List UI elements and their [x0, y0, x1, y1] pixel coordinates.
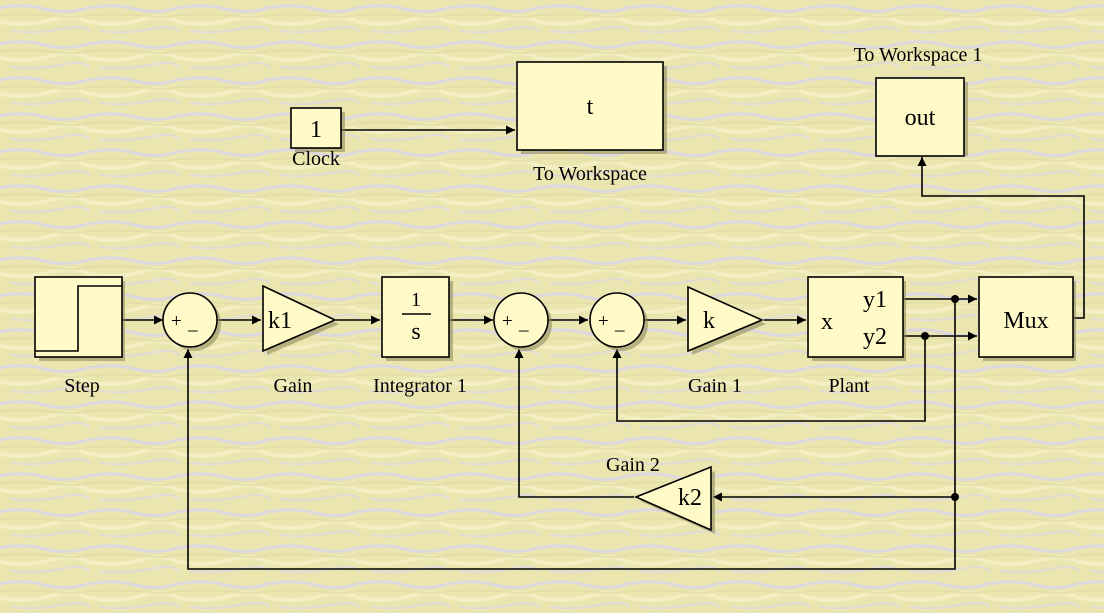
step-block[interactable]: Step	[34, 276, 125, 397]
gain2-glyph: k2	[678, 485, 702, 511]
gain-label: Gain	[274, 375, 313, 397]
step-icon	[35, 285, 122, 352]
plant-block[interactable]: x y1 y2 Plant	[807, 276, 906, 397]
sum3-block[interactable]: + _	[589, 292, 648, 351]
junction-dot	[951, 493, 959, 501]
gain-block[interactable]: k1 Gain	[262, 284, 339, 397]
signal-lines	[122, 125, 1085, 570]
sum3-minus: _	[614, 313, 625, 334]
wire-y2-feedback	[612, 336, 926, 422]
junction-dot	[951, 295, 959, 303]
gain1-label: Gain 1	[688, 375, 742, 397]
sum1-block[interactable]: + _	[162, 292, 221, 351]
integrator-numerator: 1	[411, 289, 421, 311]
sum2-minus: _	[518, 313, 529, 334]
sum1-minus: _	[187, 313, 198, 334]
sum3-plus: +	[598, 311, 609, 332]
sum2-block[interactable]: + _	[493, 292, 552, 351]
gain1-block[interactable]: k Gain 1	[687, 285, 766, 397]
sum2-plus: +	[502, 311, 513, 332]
clock-block[interactable]: 1 Clock	[290, 107, 345, 170]
integrator-denominator: s	[411, 319, 420, 345]
to-workspace1-glyph: out	[905, 105, 936, 131]
to-workspace1-block[interactable]: out To Workspace 1	[854, 44, 983, 157]
plant-output-y2: y2	[863, 324, 887, 350]
mux-block[interactable]: Mux	[978, 276, 1076, 361]
junction-dot	[921, 332, 929, 340]
wire-y1-feedback-sum1	[183, 299, 956, 570]
wire-gain2-sum2	[514, 349, 634, 498]
plant-label: Plant	[828, 375, 870, 397]
plant-input-label: x	[821, 309, 833, 335]
step-label: Step	[64, 375, 100, 397]
plant-output-y1: y1	[863, 287, 887, 313]
gain2-label: Gain 2	[606, 454, 660, 476]
integrator-label: Integrator 1	[373, 375, 467, 397]
mux-glyph: Mux	[1003, 308, 1048, 334]
wire-mux-workspace1	[917, 157, 1085, 319]
clock-glyph: 1	[310, 117, 322, 143]
gain2-block[interactable]: k2 Gain 2	[606, 454, 715, 534]
to-workspace-block[interactable]: t To Workspace	[516, 61, 667, 185]
clock-label: Clock	[292, 148, 340, 170]
gain-glyph: k1	[268, 308, 292, 334]
to-workspace1-label: To Workspace 1	[854, 44, 983, 66]
to-workspace-glyph: t	[587, 94, 594, 120]
gain1-glyph: k	[703, 308, 715, 334]
sum1-plus: +	[171, 311, 182, 332]
to-workspace-label: To Workspace	[533, 163, 647, 185]
integrator-block[interactable]: 1 s Integrator 1	[373, 276, 467, 397]
